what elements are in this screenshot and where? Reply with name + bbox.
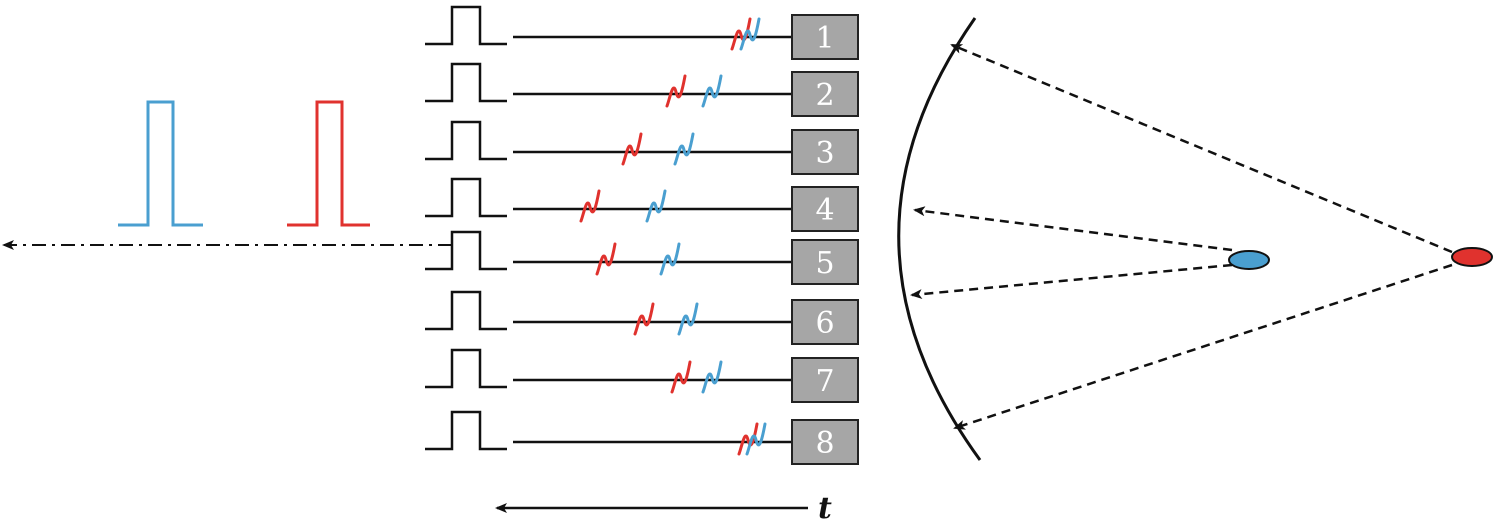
red-wavelet — [665, 74, 687, 108]
transducer-element-box — [791, 357, 859, 403]
channel-pulse — [425, 230, 507, 271]
summed-pulse-red — [287, 100, 370, 227]
red-wavelet — [579, 189, 601, 223]
transducer-element-label: 5 — [815, 246, 834, 281]
ray-blue-bottom — [910, 263, 1233, 300]
channel-array: 1 2 3 4 5 6 7 8 — [425, 5, 859, 465]
transducer-element-box — [791, 71, 859, 117]
blue-wavelet — [701, 360, 723, 394]
blue-wavelet — [701, 74, 723, 108]
transducer-element-label: 8 — [815, 426, 834, 461]
source-blue — [1228, 250, 1270, 270]
blue-wavelet — [673, 132, 695, 166]
source-red — [1451, 247, 1493, 267]
channel-pulse — [425, 120, 507, 161]
red-wavelet — [621, 132, 643, 166]
channel-pulse — [425, 410, 507, 451]
blue-wavelet — [659, 242, 681, 276]
summed-pulse-blue — [118, 100, 203, 227]
transducer-element-box — [791, 239, 859, 285]
time-axis-label: t — [818, 491, 832, 526]
transducer-element-label: 2 — [815, 78, 834, 113]
channel-pulse — [425, 62, 507, 103]
blue-wavelet — [677, 302, 699, 336]
channel-pulse — [425, 348, 507, 389]
transducer-element-label: 1 — [815, 21, 834, 56]
transducer-element-label: 7 — [815, 364, 834, 399]
channel-pulse — [425, 290, 507, 331]
blue-wavelet — [745, 422, 767, 456]
red-wavelet — [633, 302, 655, 336]
ray-blue-top — [913, 206, 1233, 252]
ray-red-bottom — [953, 263, 1453, 430]
transducer-element-box — [791, 14, 859, 60]
transducer-element-box — [791, 129, 859, 175]
red-wavelet — [670, 360, 692, 394]
transducer-element-box — [791, 186, 859, 232]
aperture-arc — [897, 17, 982, 461]
blue-wavelet — [739, 17, 761, 51]
transducer-element-box — [791, 419, 859, 465]
blue-wavelet — [645, 189, 667, 223]
transducer-element-box — [791, 299, 859, 345]
red-wavelet — [595, 242, 617, 276]
transducer-element-label: 6 — [815, 306, 834, 341]
channel-pulse — [425, 177, 507, 218]
transducer-element-label: 3 — [815, 136, 834, 171]
transducer-element-label: 4 — [815, 193, 834, 228]
ray-red-top — [950, 43, 1453, 254]
channel-pulse — [425, 5, 507, 46]
